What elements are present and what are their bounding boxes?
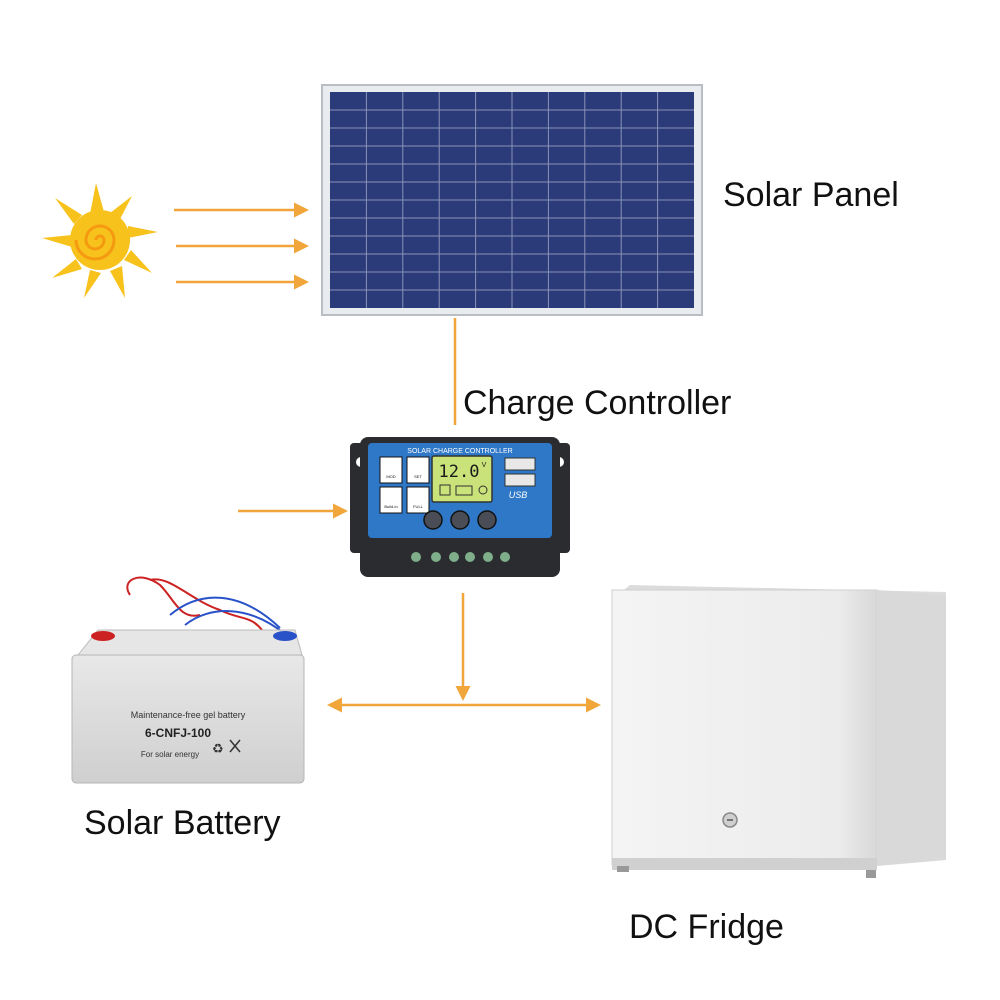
solar-panel-image (321, 84, 703, 316)
svg-text:MOD: MOD (386, 474, 395, 479)
recycle-icon: ♻ (212, 741, 224, 756)
dc-fridge-label: DC Fridge (629, 908, 784, 946)
svg-text:V: V (482, 462, 487, 469)
charge-controller-image: SOLAR CHARGE CONTROLLER MOD SET Build-in… (350, 437, 570, 577)
battery-line1: Maintenance-free gel battery (131, 710, 246, 720)
battery-line3: For solar energy (141, 750, 199, 759)
dc-fridge-image (611, 585, 946, 878)
svg-text:SET: SET (414, 474, 422, 479)
bin-icon (229, 739, 241, 753)
solar-panel-label: Solar Panel (723, 176, 899, 214)
charge-controller-label: Charge Controller (463, 384, 732, 422)
controller-header: SOLAR CHARGE CONTROLLER (407, 448, 512, 455)
solar-battery-image: Maintenance-free gel battery 6-CNFJ-100 … (71, 576, 305, 784)
lcd-voltage: 12.0 (439, 462, 480, 482)
svg-text:Build-in: Build-in (384, 504, 397, 509)
svg-text:FULL: FULL (413, 504, 424, 509)
battery-model: 6-CNFJ-100 (145, 726, 211, 740)
usb-label: USB (509, 490, 528, 500)
solar-battery-label: Solar Battery (84, 804, 281, 842)
sun-icon (42, 183, 158, 298)
